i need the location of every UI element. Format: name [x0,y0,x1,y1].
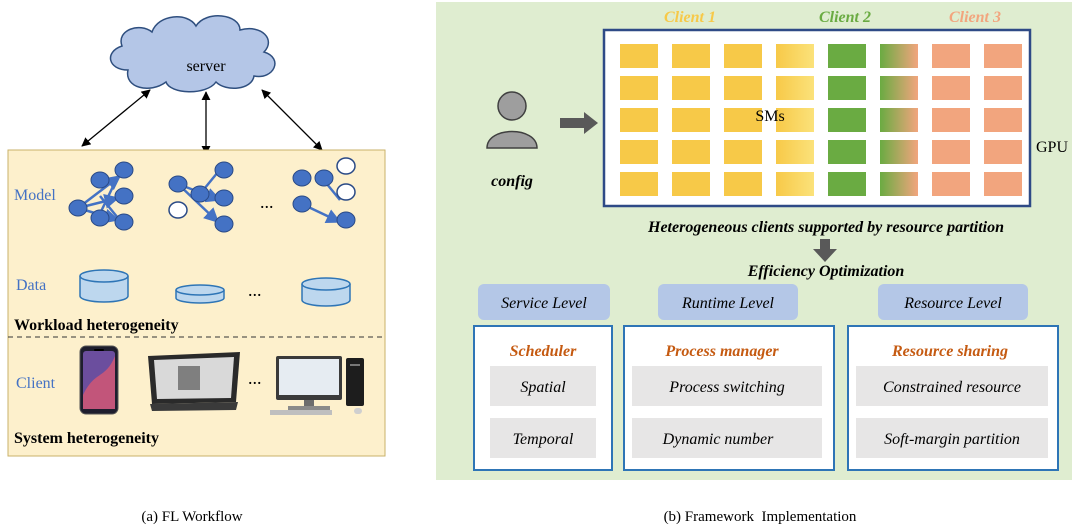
runtime-level-group: Runtime Level Process manager Process sw… [623,284,835,471]
resource-level-label: Resource Level [903,295,1002,312]
sm-cell [724,44,762,68]
efficiency-optimization-label: Efficiency Optimization [747,263,905,280]
sm-cell [880,44,918,68]
caption-left: (a) FL Workflow [141,509,242,525]
sm-cell [828,108,866,132]
client-3-label: Client 3 [949,9,1001,26]
runtime-level-label: Runtime Level [681,295,775,312]
sm-cell [880,108,918,132]
system-heterogeneity-label: System heterogeneity [14,430,159,447]
sm-cell [724,172,762,196]
resource-level-group: Resource Level Resource sharing Constrai… [847,284,1059,471]
resource-level-tab [878,284,1028,320]
service-level-label: Service Level [501,295,587,312]
process-manager-title: Process manager [664,343,779,360]
client-1-label: Client 1 [664,9,716,26]
sm-cell [724,140,762,164]
sm-cell [672,140,710,164]
sm-cell [984,76,1022,100]
sm-cell [724,108,762,132]
sm-cell [620,172,658,196]
model-network-1 [68,161,134,231]
model-label: Model [14,187,56,204]
sm-cell [932,108,970,132]
sm-cell [828,76,866,100]
temporal-item: Temporal [513,431,574,448]
caption-right: (b) Framework Implementation [664,509,857,525]
tablet-icon [148,352,240,411]
dynamic-number-item: Dynamic number [662,431,774,448]
client-label: Client [16,375,56,392]
data-label: Data [16,277,46,294]
sm-cell [880,140,918,164]
sm-cell [672,172,710,196]
sm-cell [620,76,658,100]
service-level-group: Service Level Scheduler Spatial Temporal [473,284,613,471]
soft-margin-partition-item: Soft-margin partition [884,431,1020,448]
runtime-level-tab [658,284,798,320]
fl-workflow-panel: server Model Data Client [7,15,386,525]
sm-cell [620,108,658,132]
sm-cell [672,44,710,68]
sms-label: SMs [755,108,784,125]
sm-grid [620,44,1022,196]
sm-cell [880,172,918,196]
model-network-2 [168,161,234,233]
server-arrow-right [261,89,323,151]
user-config-icon [486,91,538,149]
sm-cell [776,108,814,132]
sm-cell [984,108,1022,132]
framework-implementation-panel: Client 1 Client 2 Client 3 SMs GPU confi… [436,2,1072,525]
sm-cell [776,140,814,164]
sm-cell [932,44,970,68]
heterogeneous-clients-label: Heterogeneous clients supported by resou… [647,219,1004,236]
resource-sharing-title: Resource sharing [891,343,1008,360]
sm-cell [672,108,710,132]
constrained-resource-item: Constrained resource [883,379,1021,396]
sm-cell [984,44,1022,68]
server-cloud: server [109,15,276,93]
scheduler-title: Scheduler [510,343,577,360]
sm-cell [776,76,814,100]
sm-cell [828,140,866,164]
sm-cell [932,76,970,100]
sm-cell [724,76,762,100]
sm-cell [776,172,814,196]
config-label: config [491,173,533,190]
service-level-tab [478,284,610,320]
data-ellipsis: ... [248,280,262,300]
process-switching-item: Process switching [668,379,784,396]
sm-cell [620,140,658,164]
sm-cell [984,140,1022,164]
data-cylinder-3 [301,277,351,307]
sm-cell [672,76,710,100]
config-arrow [560,112,598,134]
data-cylinder-1 [79,269,129,303]
sm-cell [880,76,918,100]
sm-cell [828,44,866,68]
sm-cell [828,172,866,196]
workload-heterogeneity-label: Workload heterogeneity [14,317,179,334]
server-label: server [186,58,226,75]
sm-cell [776,44,814,68]
client-ellipsis: ... [248,368,262,388]
server-arrow-left [81,89,151,147]
model-network-3 [292,157,356,229]
sm-cell [932,172,970,196]
model-ellipsis: ... [260,192,274,212]
data-cylinder-2 [175,284,225,304]
sm-cell [932,140,970,164]
sm-cell [984,172,1022,196]
sm-cell [620,44,658,68]
down-arrow [813,239,837,262]
phone-icon [79,345,119,415]
desktop-icon [270,356,364,415]
gpu-label: GPU [1036,139,1068,156]
client-2-label: Client 2 [819,9,871,26]
spatial-item: Spatial [520,379,566,396]
